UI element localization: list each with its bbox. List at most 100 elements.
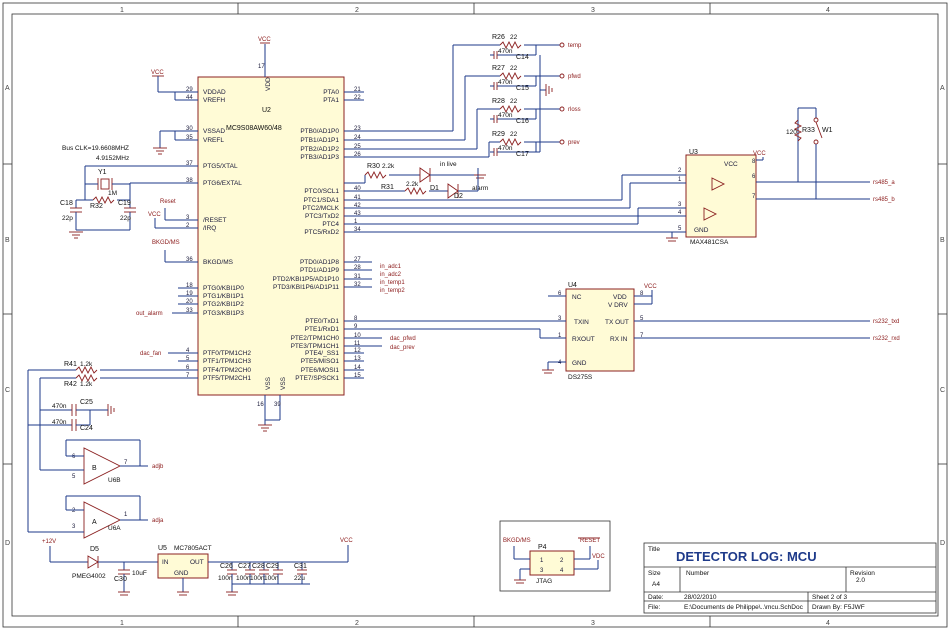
mcu-pin-num: 20 [186, 299, 193, 305]
net-in-temp2: in_temp2 [380, 288, 405, 294]
mcu-pin-num: 7 [186, 373, 190, 379]
mcu-pin-label: PTE1/RxD1 [305, 326, 340, 333]
mcu-pin-label: PTF1/TPM1CH3 [203, 358, 251, 365]
mcu-pin-num: 15 [354, 373, 361, 379]
mcu-pin-num: 4 [186, 348, 190, 354]
r31-value: 2.2k [406, 181, 419, 188]
net-port-rloss [559, 106, 565, 112]
net-port-pfwd [559, 73, 565, 79]
zone-col-3-bottom: 3 [591, 620, 595, 627]
u4-ref: U4 [568, 282, 577, 289]
resistor-r42 [75, 373, 98, 383]
mcu-body [197, 76, 345, 396]
bus-clk-note: Bus CLK=19.6608MHZ [62, 145, 129, 152]
opamp-u6a [83, 501, 122, 539]
u6b-pin-5: 5 [72, 474, 76, 480]
title-label: Title [648, 546, 660, 553]
c29-value: 100n [264, 575, 279, 582]
resistor-r30 [364, 170, 387, 180]
left-net-labels: out_alarm dac_fan [136, 311, 198, 357]
jumper-w1-pin1 [813, 117, 819, 123]
date-value: 28/02/2010 [684, 594, 717, 601]
sheet-title: DETECTOR LOG: MCU [676, 549, 817, 564]
mcu-pin-label: PTF0/TPM1CH2 [203, 350, 251, 357]
net-adjb: adjb [152, 464, 164, 470]
number-label: Number [686, 570, 710, 577]
diode-d5 [87, 555, 99, 569]
net-in-temp1: in_temp1 [380, 280, 405, 286]
r41-ref: R41 [64, 361, 77, 368]
u3-receiver [711, 177, 726, 191]
led-d2 [447, 183, 459, 199]
net-rs232-txd: rs232_txd [873, 319, 899, 325]
p4-net-vdc: VDC [592, 554, 605, 560]
file-path: E:\Documents de Philippe\..\mcu.SchDoc [684, 604, 804, 611]
r32-value: 1M [108, 190, 117, 197]
mcu-pin-num: 24 [354, 135, 361, 141]
bus-clk-note-2: 4.9152MHz [96, 155, 129, 162]
r28-ref: R28 [492, 98, 505, 105]
d1-ref: D1 [430, 185, 439, 192]
mcu-pin-num: 10 [354, 333, 361, 339]
u5-gnd: GND [174, 570, 189, 577]
u5-ref: U5 [158, 545, 167, 552]
u3-pin-6: 6 [752, 174, 756, 180]
mcu-pin-label: PTG2/KBI1P2 [203, 301, 244, 308]
u6b-pin-7: 7 [124, 460, 128, 466]
u4-rxout: RXOUT [572, 336, 595, 343]
zone-row-c: C [5, 387, 10, 394]
mcu-pin-num: 5 [186, 356, 190, 362]
r29-cap-value: 470n [498, 145, 513, 152]
zone-col-3: 3 [591, 7, 595, 14]
mcu-part-number: MC9S08AW60/48 [226, 125, 282, 132]
revision-value: 2.0 [856, 577, 865, 584]
dac-output-stage: R41 1.2k R42 1.2k 470n C25 470n C24 B U6… [27, 361, 198, 539]
mcu-ref: U2 [262, 107, 271, 114]
mcu-pin-label: PTC4 [322, 221, 339, 228]
net-pfwd: pfwd [568, 74, 581, 80]
mcu-pin-vdd: VDD [265, 77, 272, 91]
mcu-pin-num: 34 [354, 227, 361, 233]
c25-value: 470n [52, 403, 67, 410]
zone-row-a-right: A [940, 85, 945, 92]
c26-value: 100n [218, 575, 233, 582]
net-dac-pfwd: dac_pfwd [390, 336, 416, 342]
resistor-r32 [92, 195, 115, 205]
crystal-oscillator: Bus CLK=19.6608MHZ 4.9152MHz Y1 1M R32 C… [60, 145, 198, 239]
r27-cap-ref: C15 [516, 85, 529, 92]
mcu-pin-label: PTA1 [323, 97, 339, 104]
net-vcc-u4: VCC [644, 284, 657, 290]
mcu-pin-label: PTG1/KBI1P1 [203, 293, 244, 300]
net-in-adc2: in_adc2 [380, 272, 402, 278]
d5-ref: D5 [90, 546, 99, 553]
zone-row-a: A [5, 85, 10, 92]
opamp-u6b [83, 447, 122, 485]
jtag-header-p4: P4 JTAG 1 2 3 4 BKGD/MS RESET VDC [499, 520, 611, 592]
u4-part: DS275S [568, 374, 593, 381]
zone-row-b-right: B [940, 237, 945, 244]
mcu-pin-label: PTG0/KBI1P0 [203, 285, 244, 292]
mcu-pin-label: VREFH [203, 97, 225, 104]
title-block: Title DETECTOR LOG: MCU Size A4 Number R… [643, 542, 937, 614]
mcu-pin-label: PTD0/AD1P8 [300, 259, 339, 266]
w1-ref: W1 [822, 127, 833, 134]
led-section: R30 2.2k D1 in live R31 2.2k D2 alarm [344, 161, 488, 200]
u6b-pin-6: 6 [72, 454, 76, 460]
u4-gnd: GND [572, 360, 587, 367]
mcu-pin-num: 44 [186, 95, 193, 101]
net-dac-prev: dac_prev [390, 345, 415, 351]
u6a-ref: U6A [108, 525, 121, 532]
u3-gnd-label: GND [694, 227, 709, 234]
c19-value: 22p [120, 215, 131, 222]
drawn-by: Drawn By: F5JWF [812, 604, 865, 611]
mcu-pin-label: PTD3/KBI1P6/AD1P11 [273, 284, 339, 291]
mcu-pin-num: 13 [354, 356, 361, 362]
c27-value: 100n [236, 575, 251, 582]
zone-row-c-right: C [940, 387, 945, 394]
c25-ref: C25 [80, 399, 93, 406]
r29-cap-ref: C17 [516, 151, 529, 158]
c28-ref: C28 [252, 563, 265, 570]
